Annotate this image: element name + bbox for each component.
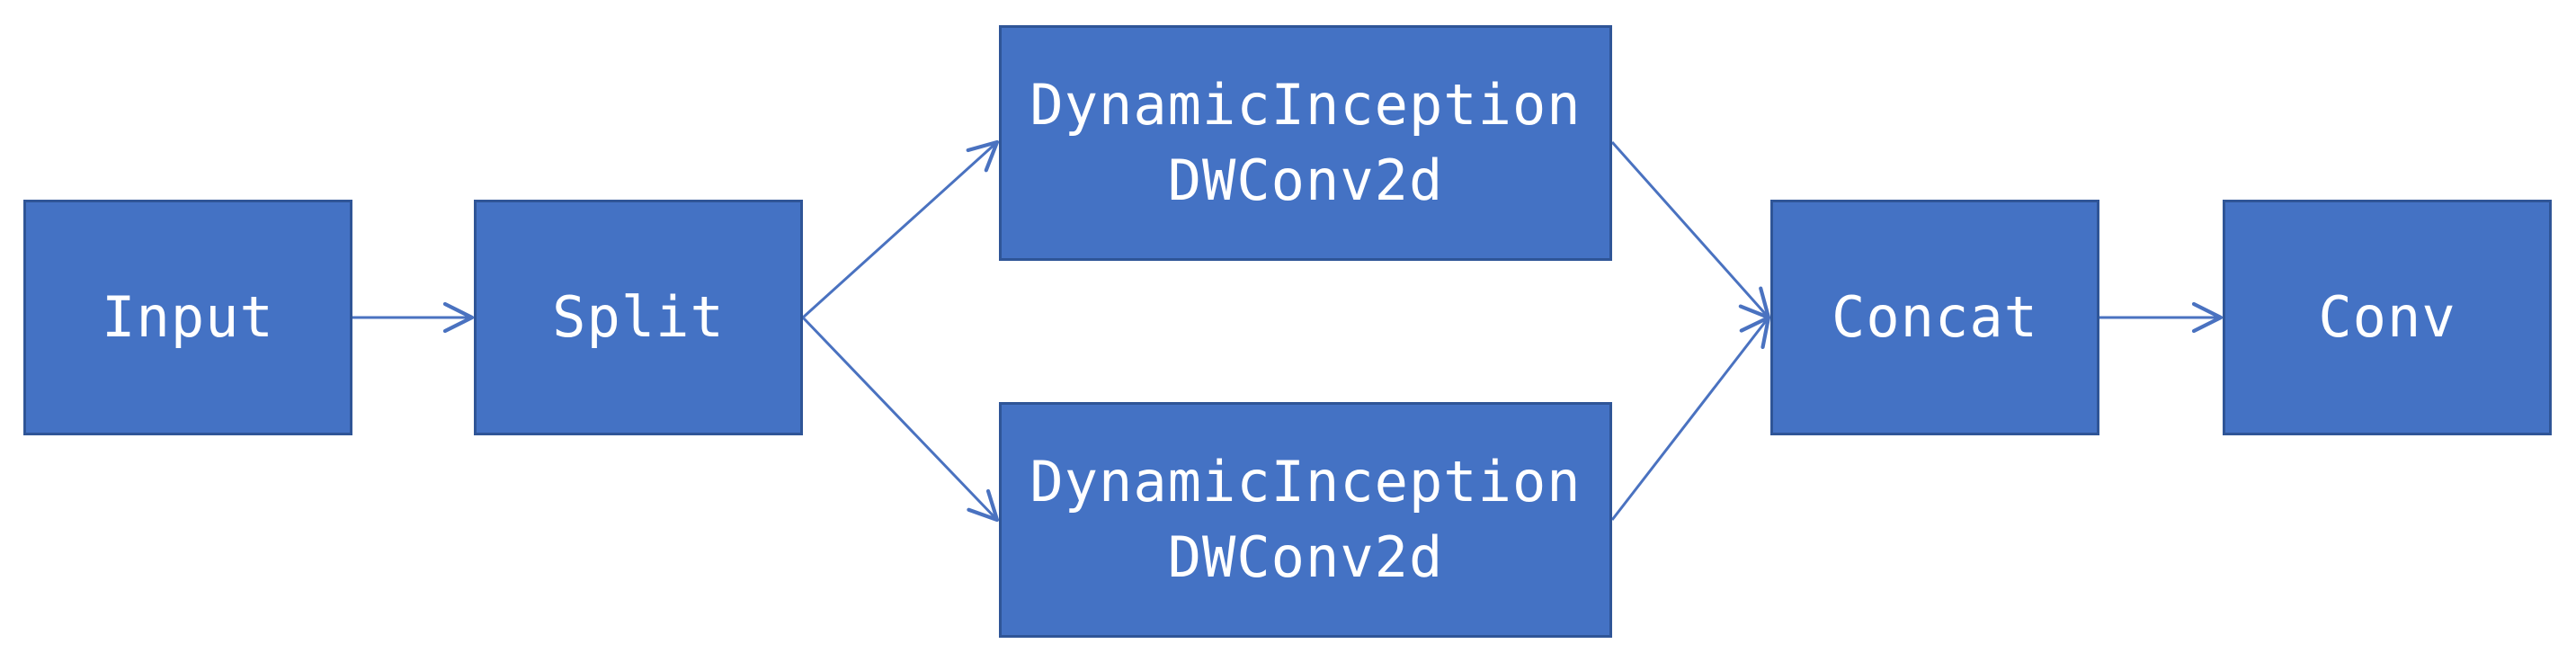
- arrow-dyn-bottom-to-concat: [1610, 315, 1771, 521]
- concat-node-label: Concat: [1832, 284, 2038, 351]
- dynamic-inception-bottom-node: DynamicInception DWConv2d: [999, 402, 1612, 638]
- concat-node: Concat: [1770, 200, 2099, 435]
- input-node-label: Input: [102, 284, 274, 351]
- dynamic-inception-top-node: DynamicInception DWConv2d: [999, 25, 1612, 261]
- arrow-dyn-top-to-concat: [1610, 141, 1771, 320]
- input-node: Input: [23, 200, 352, 435]
- split-node-label: Split: [552, 284, 725, 351]
- arrow-split-to-dyn-top: [801, 139, 1000, 319]
- conv-node: Conv: [2223, 200, 2552, 435]
- dynamic-inception-top-line1: DynamicInception: [1030, 72, 1582, 139]
- conv-node-label: Conv: [2318, 284, 2456, 351]
- dynamic-inception-top-line2: DWConv2d: [1167, 148, 1444, 213]
- dynamic-inception-bottom-line2: DWConv2d: [1167, 524, 1444, 590]
- dynamic-inception-bottom-line1: DynamicInception: [1030, 449, 1582, 515]
- split-node: Split: [474, 200, 803, 435]
- arrow-split-to-dyn-bottom: [801, 316, 1000, 523]
